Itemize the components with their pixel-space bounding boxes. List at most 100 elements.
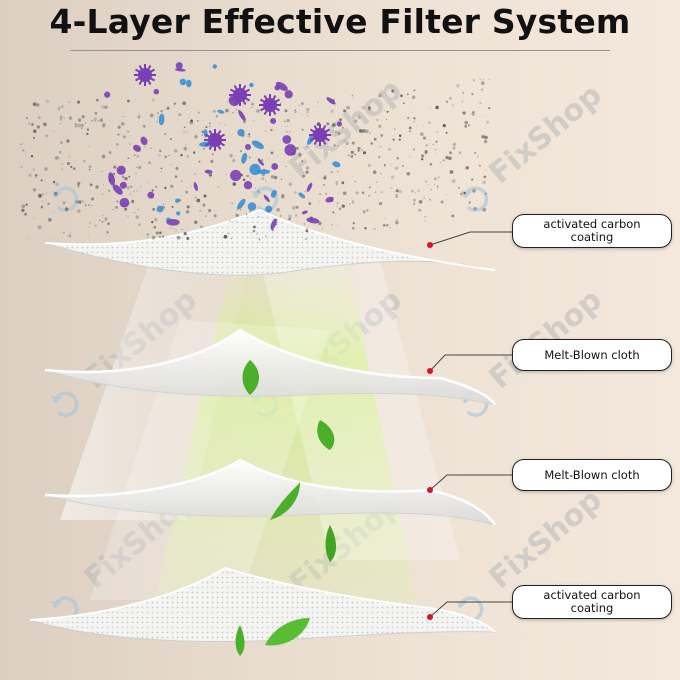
dust-particle <box>393 191 395 193</box>
dust-particle <box>54 156 59 160</box>
dust-particle <box>481 135 485 139</box>
dust-particle <box>47 218 52 222</box>
dust-particle <box>131 200 135 204</box>
dust-particle <box>464 124 468 128</box>
dust-particle <box>452 146 456 150</box>
dust-particle <box>160 171 162 173</box>
dust-particle <box>28 238 30 240</box>
dust-particle <box>183 126 186 129</box>
dust-particle <box>395 193 399 197</box>
dust-particle <box>77 181 81 186</box>
dust-particle <box>117 125 121 129</box>
dust-particle <box>129 193 132 195</box>
dust-particle <box>180 180 183 183</box>
dust-particle <box>361 149 363 151</box>
dust-particle <box>20 143 22 146</box>
dust-particle <box>357 149 360 152</box>
dust-particle <box>42 193 45 196</box>
dust-particle <box>256 190 260 194</box>
dust-particle <box>135 215 140 219</box>
dust-particle <box>285 165 287 168</box>
dust-particle <box>341 181 345 185</box>
dust-particle <box>158 235 162 239</box>
pollutant-particle <box>140 136 148 146</box>
pollutant-particle <box>153 88 160 95</box>
dust-particle <box>329 106 331 108</box>
dust-particle <box>28 122 31 125</box>
dust-particle <box>86 128 90 131</box>
dust-particle <box>406 93 409 96</box>
dust-particle <box>86 132 89 136</box>
dust-particle <box>439 162 441 164</box>
dust-particle <box>324 174 327 177</box>
dust-particle <box>231 202 234 205</box>
dust-particle <box>362 210 366 214</box>
dust-particle <box>357 115 362 120</box>
pollutant-particle <box>275 81 288 91</box>
dust-particle <box>80 127 83 129</box>
dust-particle <box>258 237 260 239</box>
dust-particle <box>346 105 350 110</box>
dust-particle <box>352 202 354 204</box>
veil-panel <box>260 260 460 560</box>
dust-particle <box>355 191 359 195</box>
layer-label-text: Melt-Blown cloth <box>544 467 640 482</box>
page-title: 4-Layer Effective Filter System <box>49 2 631 41</box>
dust-particle <box>183 146 188 151</box>
dust-particle <box>473 207 477 211</box>
marker-dot <box>427 242 433 248</box>
dust-particle <box>361 191 365 195</box>
dust-particle <box>93 117 97 121</box>
dust-particle <box>124 207 128 211</box>
dust-particle <box>81 200 85 203</box>
pollutant-particle <box>238 110 246 121</box>
dust-particle <box>137 115 141 119</box>
dust-particle <box>253 120 255 122</box>
dust-particle <box>158 154 161 157</box>
dust-particle <box>205 215 207 217</box>
dust-particle <box>252 229 256 233</box>
dust-particle <box>288 217 291 221</box>
dust-particle <box>349 202 351 205</box>
dust-particle <box>301 128 304 131</box>
dust-particle <box>325 193 328 195</box>
dust-particle <box>58 108 60 111</box>
dust-particle <box>379 146 382 148</box>
dust-particle <box>74 122 78 126</box>
dust-particle <box>136 155 139 158</box>
dust-particle <box>302 174 306 178</box>
dust-particle <box>445 131 448 134</box>
dust-particle <box>337 131 341 136</box>
dust-particle <box>422 136 427 140</box>
dust-particle <box>436 189 438 191</box>
pollutant-particle <box>336 121 342 127</box>
dust-particle <box>378 93 382 98</box>
dust-particle <box>88 168 91 171</box>
dust-particle <box>218 122 220 124</box>
dust-particle <box>402 164 404 166</box>
dust-particle <box>394 166 399 170</box>
dust-particle <box>424 150 428 154</box>
dust-particle <box>354 119 358 123</box>
dust-particle <box>107 222 110 225</box>
dust-particle <box>28 173 32 177</box>
dust-particle <box>279 102 282 105</box>
pollutant-particle <box>108 172 116 186</box>
dust-particle <box>60 141 63 144</box>
dust-particle <box>200 225 203 229</box>
dust-particle <box>270 151 274 155</box>
dust-particle <box>62 201 66 205</box>
dust-particle <box>60 168 63 171</box>
dust-particle <box>394 128 396 130</box>
dust-particle <box>225 173 227 176</box>
dust-particle <box>235 220 237 222</box>
dust-particle <box>370 142 374 145</box>
dust-particle <box>72 167 76 170</box>
dust-particle <box>230 237 233 240</box>
dust-particle <box>84 204 87 207</box>
dust-particle <box>203 147 205 150</box>
dust-particle <box>186 205 190 209</box>
dust-particle <box>88 226 91 229</box>
dust-particle <box>421 158 424 161</box>
